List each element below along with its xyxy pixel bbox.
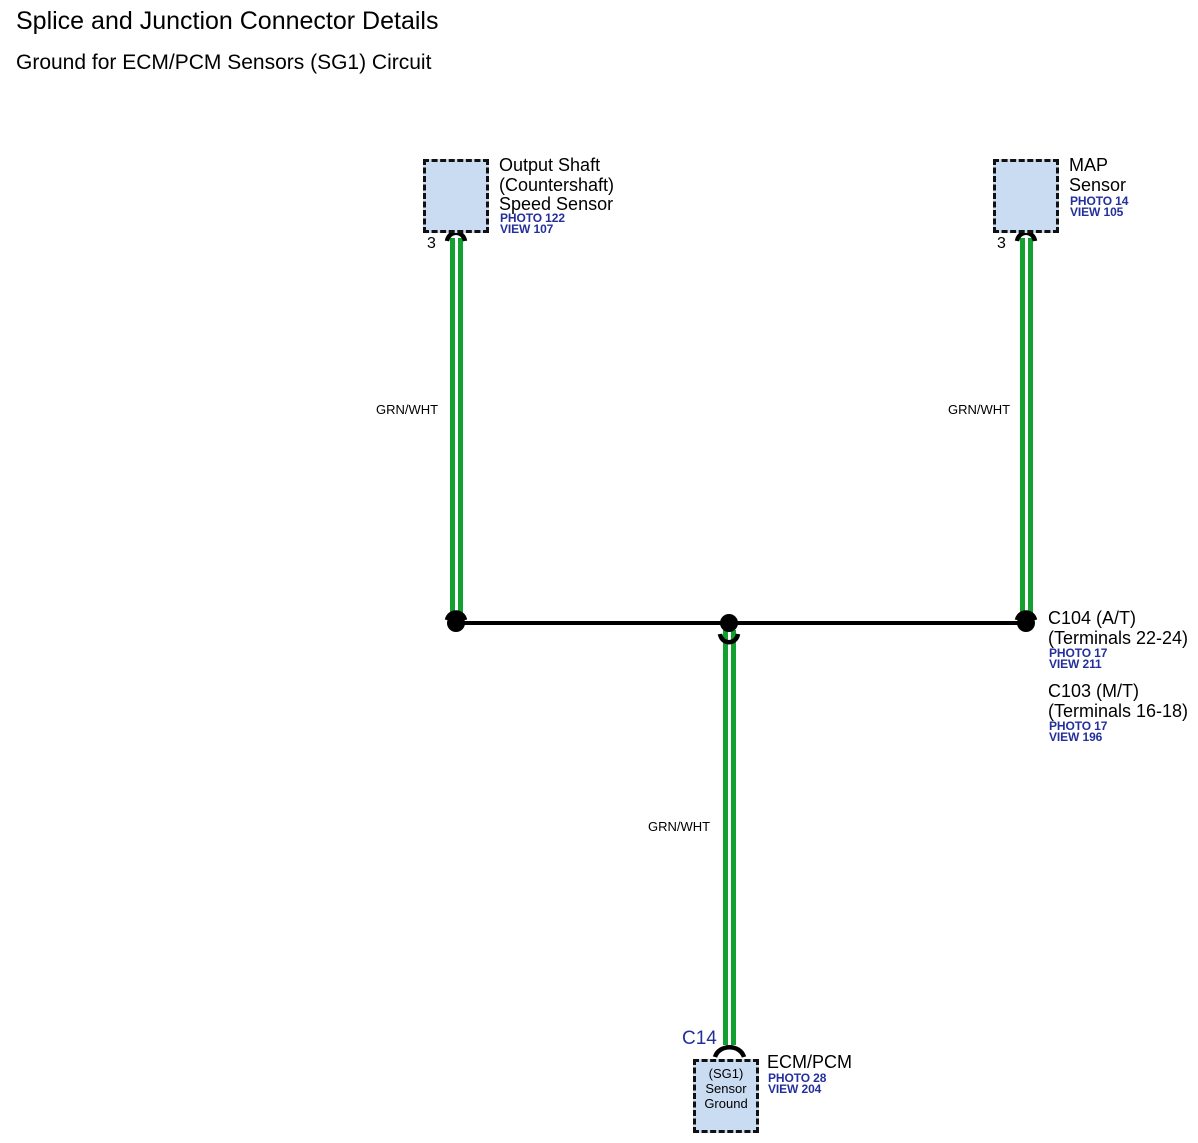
- connector-box-map-sensor[interactable]: [993, 159, 1059, 233]
- c104-name-line2: (Terminals 22-24): [1048, 628, 1189, 648]
- ecm-pcm-inner-line3: Ground: [704, 1096, 748, 1111]
- c104-photo-ref: PHOTO 17: [1049, 646, 1108, 660]
- output-shaft-sensor-view-ref: VIEW 107: [500, 222, 554, 236]
- ecm-pcm-view-ref: VIEW 204: [768, 1082, 822, 1096]
- c103-photo-ref: PHOTO 17: [1049, 719, 1108, 733]
- wire-right-branch: [1014, 230, 1038, 624]
- wire-label-right-branch: GRN/WHT: [948, 402, 1011, 417]
- output-shaft-sensor-name-line2: (Countershaft): [499, 175, 615, 195]
- connector-box-ecm-pcm[interactable]: (SG1) Sensor Ground: [693, 1059, 759, 1133]
- c103-name-line2: (Terminals 16-18): [1048, 701, 1189, 721]
- c103-view-ref: VIEW 196: [1049, 730, 1103, 744]
- wire-left-branch: [444, 230, 468, 624]
- splice-node-left: [447, 614, 465, 632]
- wire-label-left-branch: GRN/WHT: [376, 402, 439, 417]
- output-shaft-sensor-name-line1: Output Shaft: [499, 155, 601, 175]
- map-sensor-terminal-number: 3: [997, 235, 1006, 252]
- splice-node-middle: [720, 614, 738, 632]
- c103-name-line1: C103 (M/T): [1048, 681, 1140, 701]
- splice-node-right: [1017, 614, 1035, 632]
- ecm-pcm-inner-line1: (SG1): [708, 1066, 744, 1081]
- ecm-pcm-photo-ref: PHOTO 28: [768, 1071, 827, 1085]
- c104-name-line1: C104 (A/T): [1048, 608, 1137, 628]
- ecm-pcm-name-line1: ECM/PCM: [767, 1052, 852, 1072]
- page-subtitle: Ground for ECM/PCM Sensors (SG1) Circuit: [16, 51, 432, 74]
- map-sensor-photo-ref: PHOTO 14: [1070, 194, 1129, 208]
- c104-view-ref: VIEW 211: [1049, 657, 1102, 671]
- output-shaft-sensor-photo-ref: PHOTO 122: [500, 211, 565, 225]
- connector-box-output-shaft-sensor[interactable]: [423, 159, 489, 233]
- ecm-pcm-connector-id: C14: [682, 1028, 717, 1049]
- wire-label-bottom-branch: GRN/WHT: [648, 819, 711, 834]
- ecm-pcm-inner-line2: Sensor: [705, 1081, 747, 1096]
- map-sensor-view-ref: VIEW 105: [1070, 205, 1124, 219]
- wire-bottom-branch: [712, 630, 747, 1059]
- page-title: Splice and Junction Connector Details: [16, 7, 439, 35]
- map-sensor-name-line1: MAP: [1069, 155, 1109, 175]
- output-shaft-sensor-terminal-number: 3: [427, 235, 436, 252]
- map-sensor-name-line2: Sensor: [1069, 175, 1127, 195]
- output-shaft-sensor-name-line3: Speed Sensor: [499, 194, 614, 214]
